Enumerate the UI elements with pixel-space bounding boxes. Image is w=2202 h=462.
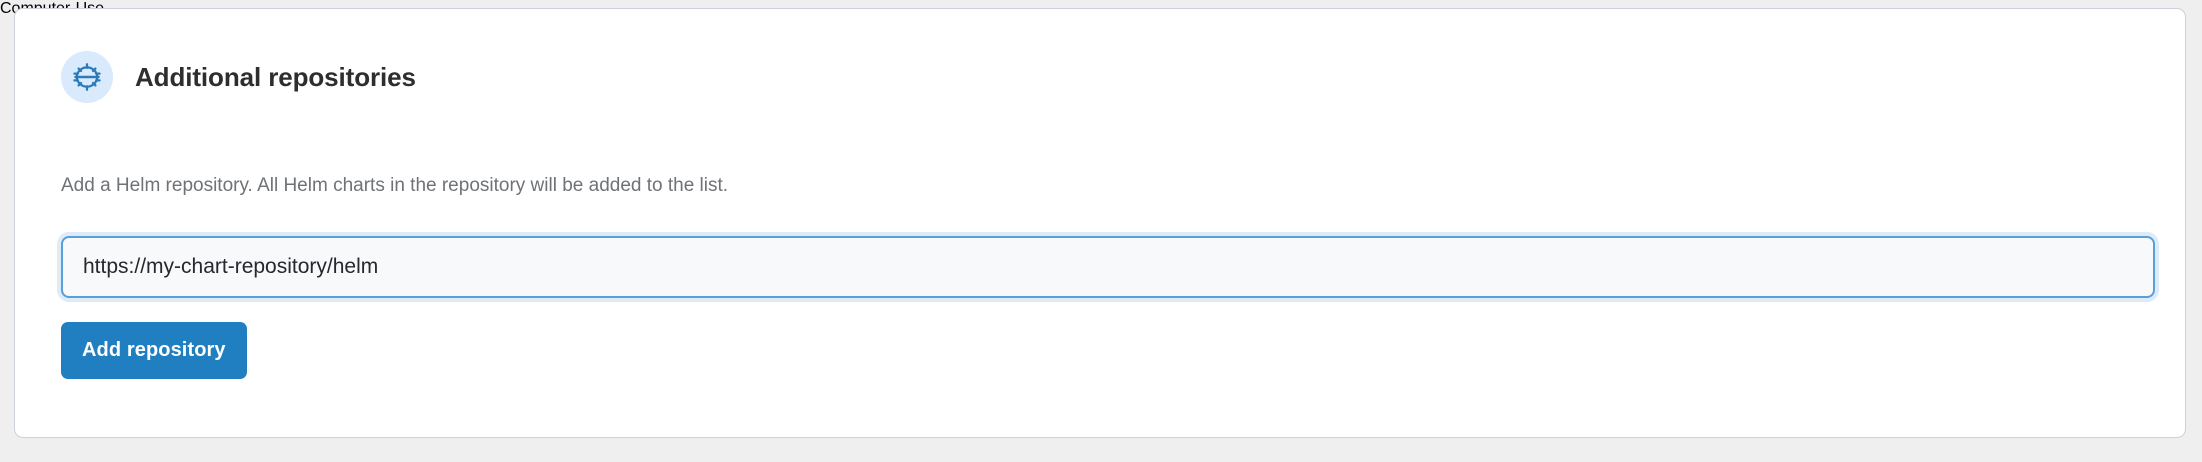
additional-repositories-card: Additional repositories Add a Helm repos…	[14, 8, 2186, 438]
repository-input-wrapper	[61, 236, 2155, 298]
helm-icon	[61, 51, 113, 103]
card-header: Additional repositories	[61, 51, 416, 103]
card-description: Add a Helm repository. All Helm charts i…	[61, 175, 729, 196]
add-repository-button[interactable]: Add repository	[61, 322, 247, 379]
page-title: Additional repositories	[135, 61, 416, 92]
repository-url-input[interactable]	[61, 236, 2155, 298]
